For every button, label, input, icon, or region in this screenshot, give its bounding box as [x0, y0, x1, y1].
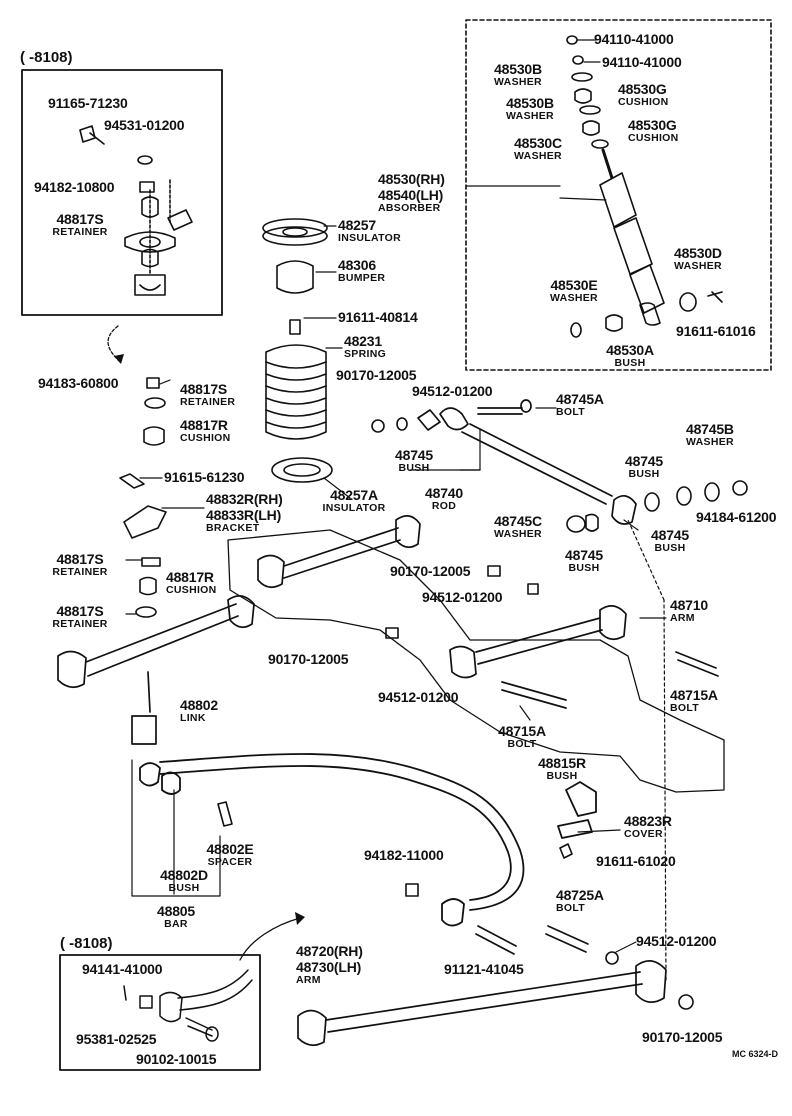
- arm-48710: [449, 605, 719, 709]
- part-90170-12005-b: 90170-12005: [390, 563, 471, 579]
- stabilizer-bar: [139, 753, 597, 927]
- part-95381-02525: 95381-02525: [76, 1031, 157, 1047]
- part-94512-01200-b: 94512-01200: [422, 589, 503, 605]
- inset-frame-bottom-left: [59, 954, 261, 1071]
- part-94110-41000-a: 94110-41000: [594, 31, 674, 47]
- inset-top-range: ( -8108): [20, 49, 73, 66]
- shock-absorber-group: [566, 35, 723, 338]
- part-90170-12005-d: 90170-12005: [642, 1029, 723, 1045]
- part-94184-61200: 94184-61200: [696, 509, 777, 525]
- part-91121-41045: 91121-41045: [444, 961, 524, 977]
- part-48720-48730-arm: 48720(RH) 48730(LH) ARM: [296, 943, 363, 986]
- shock-absorber-dashed-frame: [465, 19, 772, 371]
- part-91165-71230: 91165-71230: [48, 95, 128, 111]
- part-94512-01200-a: 94512-01200: [412, 383, 493, 399]
- arm-48720: [297, 925, 667, 1047]
- figure-code: MC 6324-D: [732, 1049, 779, 1059]
- part-94182-11000: 94182-11000: [364, 847, 444, 863]
- spring-stack: [262, 218, 333, 483]
- part-94531-01200: 94531-01200: [104, 117, 185, 133]
- part-94110-41000-b: 94110-41000: [602, 54, 682, 70]
- part-90170-12005-c: 90170-12005: [268, 651, 349, 667]
- part-94141-41000: 94141-41000: [82, 961, 163, 977]
- bottom-inset-parts: [123, 969, 253, 1042]
- part-94512-01200-c: 94512-01200: [378, 689, 459, 705]
- part-94183-60800: 94183-60800: [38, 375, 119, 391]
- part-91611-40814: 91611-40814: [338, 309, 418, 325]
- inset-link-assembly: [79, 125, 193, 296]
- part-94182-10800: 94182-10800: [34, 179, 115, 195]
- part-90170-12005-a: 90170-12005: [336, 367, 417, 383]
- part-94512-01200-d: 94512-01200: [636, 933, 717, 949]
- part-91615-61230: 91615-61230: [164, 469, 245, 485]
- lower-left-arm: [57, 595, 255, 745]
- part-48530-48540-absorber: 48530(RH) 48540(LH) ABSORBER: [378, 171, 445, 214]
- rod-48740: [417, 399, 637, 525]
- axle-housing-silhouette: [227, 529, 725, 793]
- inset-frame-top-left: [21, 69, 223, 316]
- part-91611-61016: 91611-61016: [676, 323, 756, 339]
- part-90102-10015: 90102-10015: [136, 1051, 217, 1067]
- part-48832R-48833R-bracket: 48832R(RH) 48833R(LH) BRACKET: [206, 491, 283, 534]
- part-91611-61020: 91611-61020: [596, 853, 676, 869]
- upper-arm: [257, 515, 421, 589]
- inset-arrow-bottom: [239, 917, 301, 961]
- inset-bottom-range: ( -8108): [60, 935, 113, 952]
- leader-lines: [125, 39, 667, 981]
